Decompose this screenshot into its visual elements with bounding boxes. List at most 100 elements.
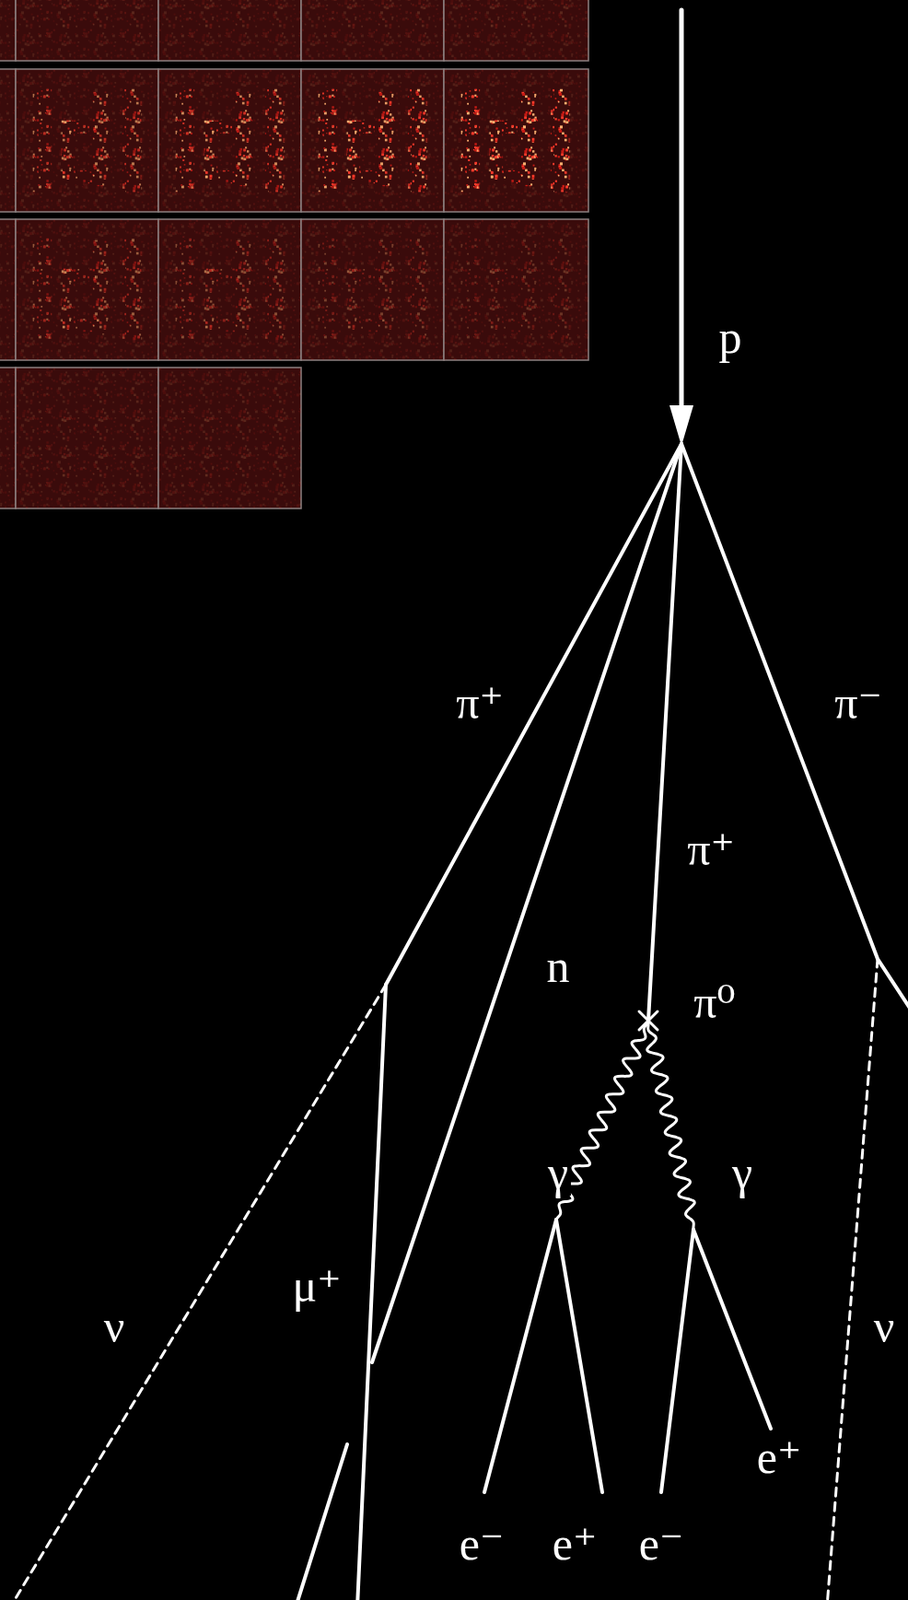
particle-tracks (10, 10, 908, 1600)
panel-pattern (318, 89, 338, 193)
image-panels (0, 0, 589, 509)
panel-pattern (265, 89, 284, 193)
secondary-track (295, 1443, 348, 1600)
image-panel (158, 367, 302, 509)
panel-pattern (175, 237, 195, 341)
electron-track (661, 1229, 694, 1492)
panel-pattern (318, 237, 338, 341)
panel-ground (301, 219, 444, 361)
particle-label: π⁺ (684, 826, 738, 873)
image-panel (15, 367, 159, 509)
panel-ground (15, 367, 159, 509)
panel-noise (158, 367, 302, 509)
panel-pattern (461, 237, 480, 341)
panel-pattern (175, 385, 195, 489)
image-panel (443, 219, 589, 361)
image-panel (158, 69, 302, 212)
panel-pattern (61, 318, 99, 332)
panel-noise (443, 69, 589, 212)
panel-pattern (204, 318, 242, 332)
panel-pattern (407, 237, 427, 341)
panel-pattern (175, 0, 195, 41)
panel-pattern (347, 19, 385, 33)
image-panel (0, 367, 16, 509)
panel-pattern (347, 170, 385, 184)
panel-noise (0, 0, 16, 61)
particle-label: e⁺ (754, 1433, 805, 1480)
panel-pattern (550, 237, 570, 341)
pion-track (648, 443, 682, 1021)
panel-noise (158, 69, 302, 212)
panel-pattern (489, 318, 527, 332)
panel-noise (158, 0, 302, 61)
panel-pattern (33, 385, 52, 489)
panel-noise (301, 219, 444, 361)
panel-ground (443, 0, 589, 61)
particle-label: γ (729, 1149, 756, 1196)
panel-noise (15, 0, 159, 61)
panel-pattern (122, 385, 141, 489)
particle-label: π⁰ (690, 978, 738, 1025)
panel-pattern (489, 19, 527, 33)
panel-pattern (461, 0, 480, 41)
panel-pattern (122, 89, 141, 193)
photon-lines (556, 1022, 695, 1230)
panel-ground (301, 0, 444, 61)
particle-label: p (716, 314, 746, 361)
panel-ground (158, 367, 302, 509)
panel-ground (15, 0, 159, 61)
image-panel (301, 219, 444, 361)
panel-pattern (265, 385, 284, 489)
image-panel (0, 219, 16, 361)
panel-pattern (175, 89, 195, 193)
image-panel (0, 69, 16, 212)
image-panel (301, 0, 444, 61)
panel-noise (0, 69, 16, 212)
panel-ground (15, 219, 159, 361)
panel-noise (0, 367, 16, 509)
image-panel (15, 0, 159, 61)
image-panel (158, 219, 302, 361)
panel-pattern (318, 0, 338, 41)
pion-track (385, 443, 682, 985)
panel-pattern (347, 318, 385, 332)
panel-pattern (407, 89, 427, 193)
image-panel (443, 69, 589, 212)
panel-ground (0, 69, 16, 212)
panel-pattern (489, 170, 527, 184)
panel-pattern (122, 237, 141, 341)
particle-label: ν (101, 1303, 129, 1350)
particle-label: μ⁺ (289, 1262, 344, 1309)
particle-label: π⁻ (831, 679, 885, 726)
panel-ground (158, 69, 302, 212)
panel-ground (0, 367, 16, 509)
panel-pattern (61, 19, 99, 33)
positron-track (556, 1219, 603, 1492)
panel-noise (301, 69, 444, 212)
panel-ground (443, 219, 589, 361)
panel-pattern (407, 0, 427, 41)
image-panel (15, 219, 159, 361)
particle-label: ν (871, 1303, 898, 1350)
panel-pattern (204, 466, 242, 480)
particle-label: n (544, 942, 573, 990)
panel-pattern (204, 19, 242, 33)
particle-label: e⁻ (636, 1520, 687, 1567)
panel-pattern (550, 89, 570, 193)
electron-track (484, 1219, 557, 1492)
pion-track (681, 443, 908, 1018)
panel-ground (158, 219, 302, 361)
panel-pattern (33, 89, 52, 193)
neutron-track (372, 443, 682, 1362)
panel-ground (0, 219, 16, 361)
particle-label: γ (545, 1149, 571, 1196)
panel-ground (15, 69, 159, 212)
neutrino-track (10, 984, 386, 1600)
panel-noise (158, 219, 302, 361)
panel-pattern (461, 89, 480, 193)
panel-ground (0, 0, 16, 61)
panel-pattern (550, 0, 570, 41)
panel-pattern (204, 170, 242, 184)
panel-pattern (61, 466, 99, 480)
